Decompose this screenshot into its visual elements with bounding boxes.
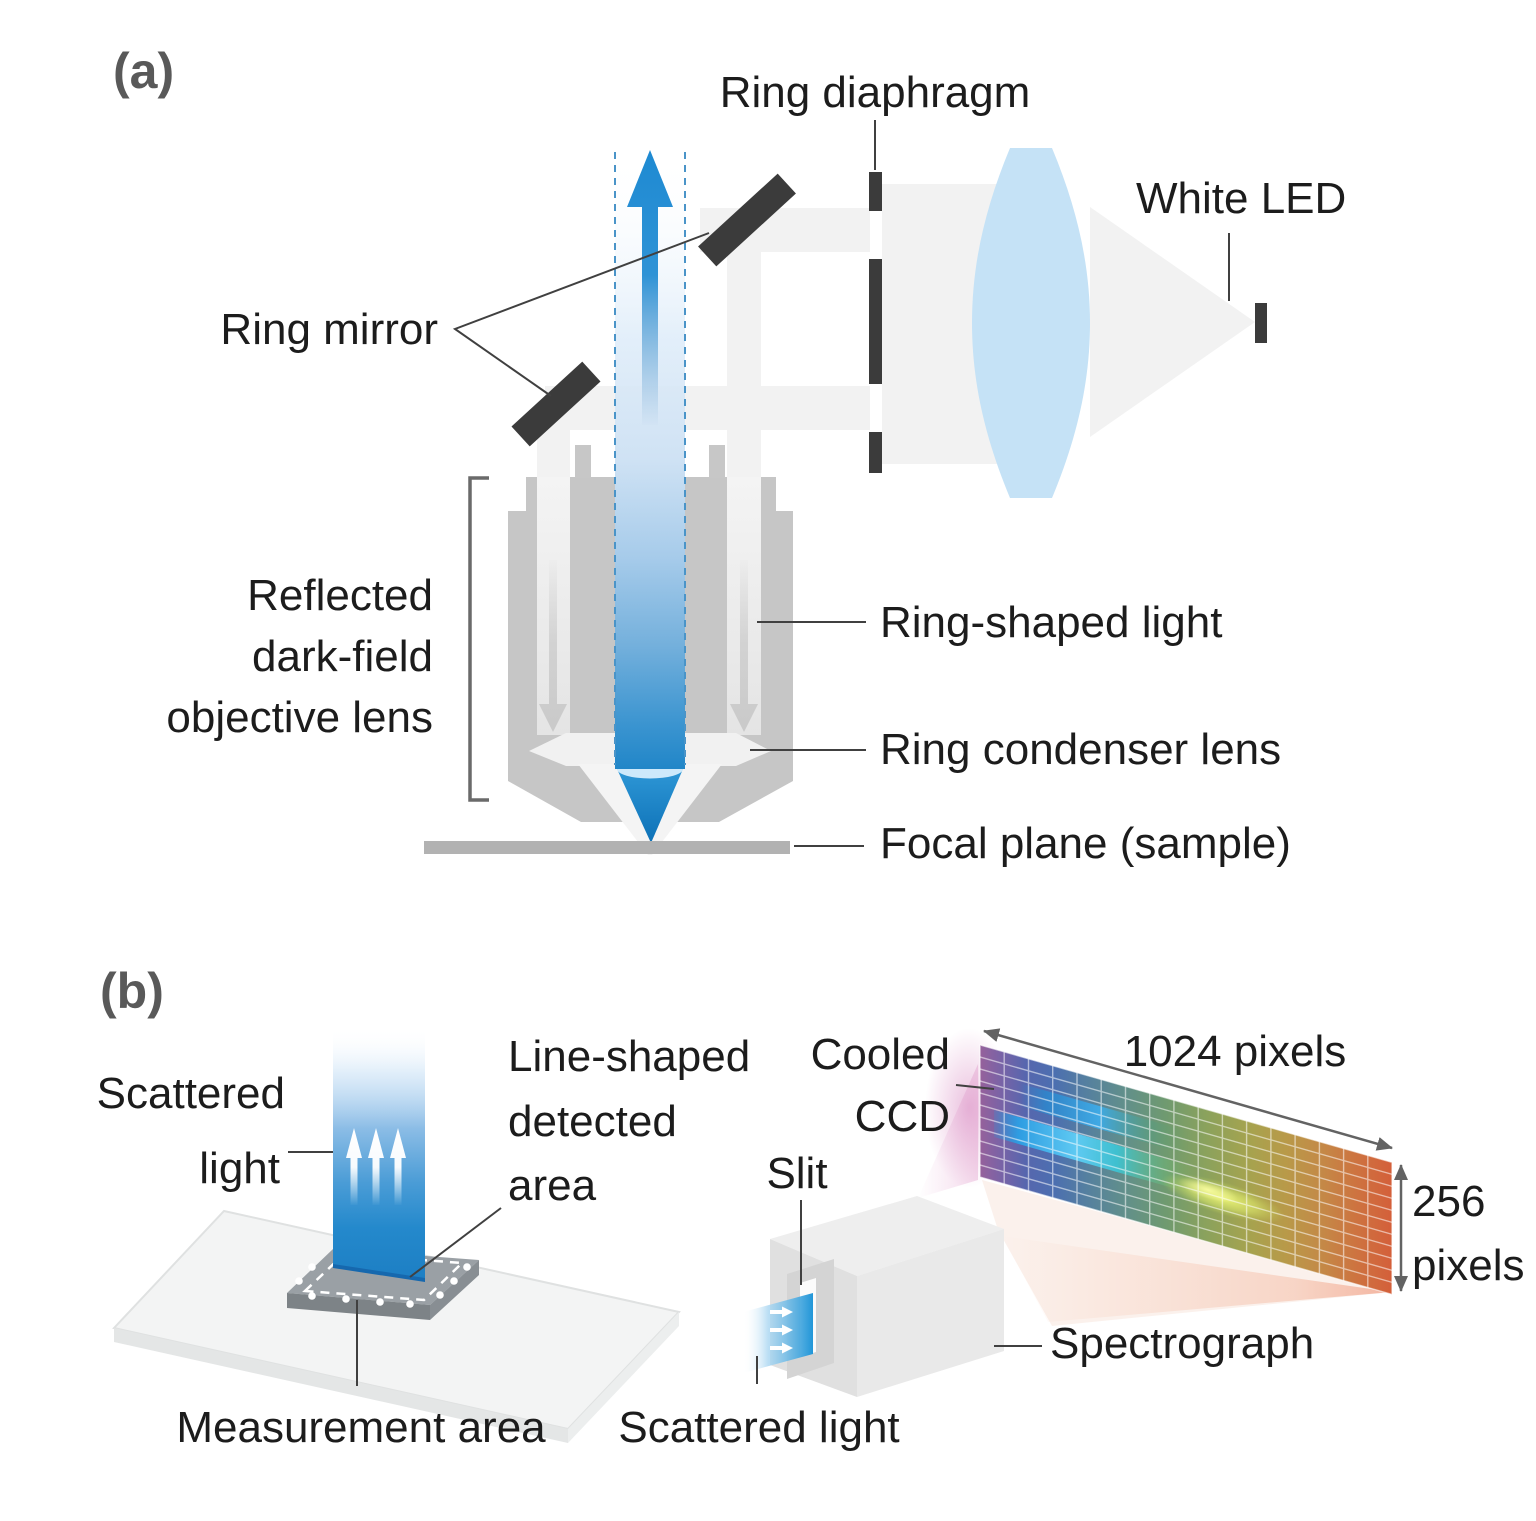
focused-light-cone-blue — [617, 769, 683, 843]
leader-line-shaped-area — [409, 1207, 502, 1278]
up-arrow-icon — [390, 1128, 406, 1205]
up-arrow-icon — [368, 1128, 384, 1205]
ring-diaphragm-plate — [869, 172, 882, 473]
beam-up-arrows — [346, 1128, 406, 1205]
focal-plane-bar — [424, 841, 790, 854]
line-shaped-label-line3: area — [508, 1161, 597, 1210]
objective-inner-wall-left — [575, 445, 591, 478]
down-arrow-icon — [539, 560, 567, 732]
down-arrow-icon — [730, 560, 758, 732]
panel-a: (a) Ring diaphragm White LED Ring mirror… — [113, 43, 1346, 868]
ring-mirror-label: Ring mirror — [220, 305, 438, 354]
slit-entry-beam — [743, 1293, 813, 1373]
slide-right-edge — [568, 1312, 679, 1443]
spectrograph-label: Spectrograph — [1050, 1319, 1314, 1368]
objective-label-line2: dark-field — [252, 632, 433, 681]
measurement-area-label: Measurement area — [176, 1403, 546, 1452]
panel-b: (b) Scattered light Line-shaped detected… — [97, 963, 1525, 1452]
panel-a-tag: (a) — [113, 43, 174, 99]
cooled-ccd-label-line2: CCD — [855, 1092, 950, 1141]
box-top-face — [770, 1196, 1004, 1276]
beam-boundary-dashed-lines — [614, 152, 686, 765]
box-right-face — [857, 1229, 1004, 1397]
chip-dashed-border — [302, 1252, 465, 1302]
beam-cone-to-led — [1090, 207, 1255, 437]
slit-beam-arrows — [770, 1306, 793, 1354]
objective-inner-wall-right — [709, 445, 725, 478]
scattered-light-label-line1: Scattered — [97, 1069, 285, 1118]
ring-condenser-lens-label: Ring condenser lens — [880, 725, 1281, 774]
chip-front-edge — [287, 1293, 430, 1320]
ccd-height-value-label: 256 — [1412, 1177, 1485, 1226]
diaphragm-segment-top — [869, 172, 882, 211]
slit-label: Slit — [766, 1149, 827, 1198]
beam-band-lower — [545, 386, 870, 430]
white-led-label: White LED — [1136, 174, 1346, 223]
diaphragm-segment-middle — [869, 259, 882, 384]
right-arrow-icon — [770, 1324, 793, 1336]
glass-slide — [112, 1209, 681, 1443]
right-arrow-icon — [770, 1306, 793, 1318]
beam-vertical-right — [727, 238, 761, 478]
ccd-width-dimension-arrow — [983, 1028, 1393, 1151]
right-arrow-icon — [770, 1342, 793, 1354]
ccd-width-label: 1024 pixels — [1124, 1027, 1347, 1076]
slide-front-edge — [114, 1328, 568, 1443]
ring-mirror-lower — [511, 361, 601, 447]
objective-label-line1: Reflected — [247, 571, 433, 620]
ring-mirror-upper — [698, 173, 796, 267]
ring-diaphragm-label: Ring diaphragm — [720, 68, 1031, 117]
scattered-light-label-line2: light — [199, 1144, 280, 1193]
leader-ring-mirror-fork — [452, 232, 710, 397]
diaphragm-segment-bottom — [869, 432, 882, 473]
panel-b-tag: (b) — [100, 963, 164, 1019]
line-shaped-label-line1: Line-shaped — [508, 1032, 750, 1081]
ccd-height-unit-label: pixels — [1412, 1241, 1525, 1290]
focal-plane-label: Focal plane (sample) — [880, 819, 1291, 868]
scattered-light-right-label: Scattered light — [618, 1403, 899, 1452]
up-arrow-icon — [627, 150, 673, 425]
up-arrow-icon — [346, 1128, 362, 1205]
spectrograph-output-fan-warm — [1002, 1236, 1392, 1322]
objective-bracket — [468, 476, 489, 802]
cooled-ccd-label-line1: Cooled — [811, 1030, 950, 1079]
leader-cooled-ccd — [955, 1084, 995, 1090]
objective-label-line3: objective lens — [166, 693, 433, 742]
white-led-chip — [1255, 303, 1267, 343]
spectrograph-box — [743, 1196, 1004, 1397]
line-shaped-label-line2: detected — [508, 1097, 677, 1146]
chip-right-edge — [430, 1260, 479, 1320]
ring-shaped-light-label: Ring-shaped light — [880, 598, 1222, 647]
collector-lens — [972, 148, 1090, 498]
